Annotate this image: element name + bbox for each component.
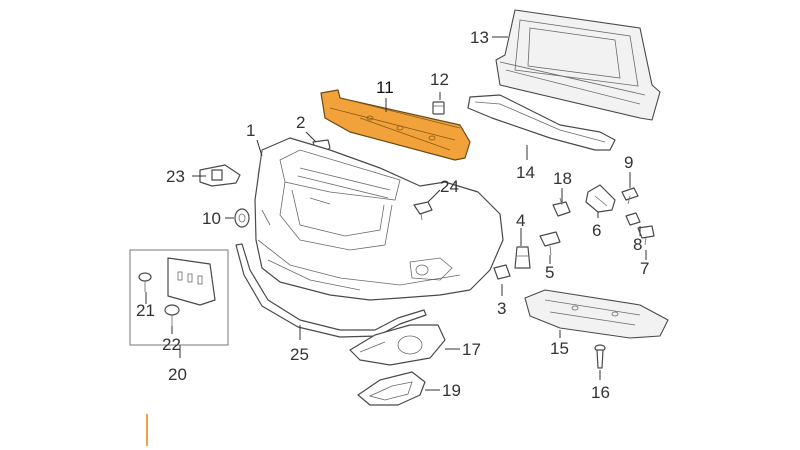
callout-25: 25 xyxy=(290,345,309,364)
callout-9: 9 xyxy=(624,153,633,172)
part-12-block xyxy=(432,101,445,115)
callout-18: 18 xyxy=(553,169,572,188)
part-25-trim-strip xyxy=(235,243,427,338)
part-19-fog-cover xyxy=(357,371,426,406)
callout-6: 6 xyxy=(592,221,601,240)
callout-22: 22 xyxy=(162,335,181,354)
part-4-clip xyxy=(514,246,531,269)
part-lower-absorber xyxy=(467,94,616,151)
callout-20: 20 xyxy=(168,365,187,384)
part-radiator-support xyxy=(495,9,661,121)
callout-14: 14 xyxy=(516,163,535,182)
callout-23: 23 xyxy=(166,167,185,186)
callout-19: 19 xyxy=(442,381,461,400)
callout-8: 8 xyxy=(633,235,642,254)
part-license-bracket xyxy=(167,257,216,306)
part-18-nut xyxy=(552,197,571,217)
callout-1: 1 xyxy=(246,121,255,140)
callout-12: 12 xyxy=(430,70,449,89)
callout-24: 24 xyxy=(440,177,459,196)
callout-16: 16 xyxy=(591,383,610,402)
highlight-marker xyxy=(146,414,148,446)
callout-4: 4 xyxy=(516,211,525,230)
part-15-splash-shield xyxy=(524,289,669,339)
part-10-washer xyxy=(234,208,250,228)
callout-17: 17 xyxy=(462,340,481,359)
part-7-clip xyxy=(637,225,655,246)
callout-3: 3 xyxy=(497,299,506,318)
callout-15: 15 xyxy=(550,339,569,358)
kit-box-20 xyxy=(129,249,229,346)
part-8-clip xyxy=(625,212,641,226)
part-impact-bar-highlighted xyxy=(320,89,471,161)
part-21-screw xyxy=(138,272,152,292)
part-22-screw xyxy=(164,304,180,326)
part-24-clip xyxy=(413,201,433,221)
callout-10: 10 xyxy=(202,209,221,228)
callout-11: 11 xyxy=(376,78,394,97)
part-bumper-cover xyxy=(254,137,504,301)
part-23-bracket xyxy=(199,164,241,187)
part-9-bolt xyxy=(621,187,639,205)
callout-5: 5 xyxy=(545,263,554,282)
leader-lines xyxy=(145,36,647,391)
part-3-nut xyxy=(493,264,511,280)
part-17-fog-bezel xyxy=(349,324,446,366)
callout-13: 13 xyxy=(470,28,489,47)
part-6-bracket xyxy=(585,184,616,213)
callout-7: 7 xyxy=(640,259,649,278)
part-5-fastener xyxy=(539,231,561,256)
callout-21: 21 xyxy=(136,301,155,320)
part-16-bolt xyxy=(594,344,606,369)
callout-2: 2 xyxy=(296,113,305,132)
